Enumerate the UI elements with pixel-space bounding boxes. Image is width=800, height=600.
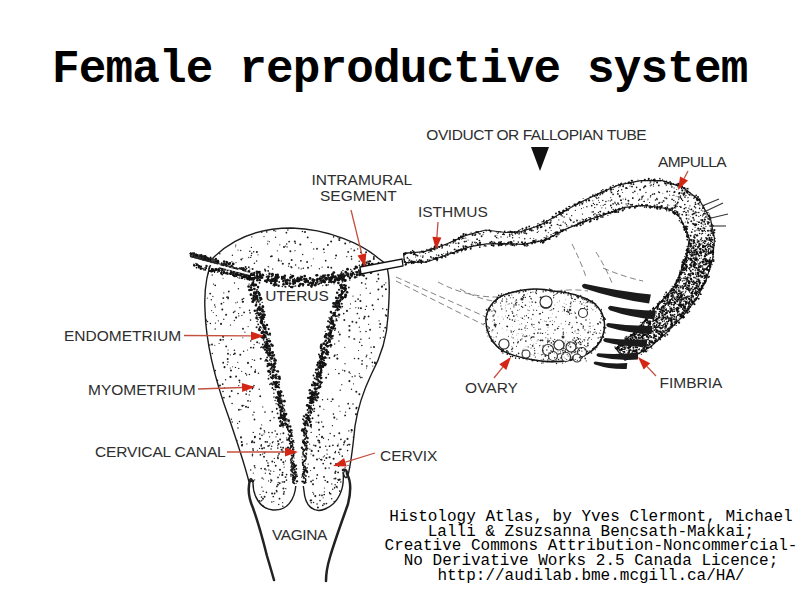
svg-text:SEGMENT: SEGMENT bbox=[320, 187, 397, 204]
svg-text:AMPULLA: AMPULLA bbox=[658, 153, 727, 170]
svg-text:INTRAMURAL: INTRAMURAL bbox=[311, 171, 412, 188]
svg-text:MYOMETRIUM: MYOMETRIUM bbox=[88, 381, 196, 398]
svg-text:FIMBRIA: FIMBRIA bbox=[660, 374, 724, 391]
svg-text:OVARY: OVARY bbox=[465, 379, 518, 396]
svg-text:UTERUS: UTERUS bbox=[265, 287, 329, 304]
svg-text:CERVICAL CANAL: CERVICAL CANAL bbox=[95, 443, 226, 460]
svg-text:Histology Atlas, by Yves Clerm: Histology Atlas, by Yves Clermont, Micha… bbox=[385, 508, 798, 585]
svg-text:CERVIX: CERVIX bbox=[380, 447, 438, 464]
svg-text:VAGINA: VAGINA bbox=[272, 526, 328, 543]
svg-text:Female reproductive system: Female reproductive system bbox=[52, 44, 748, 96]
svg-text:ISTHMUS: ISTHMUS bbox=[418, 203, 488, 220]
svg-text:ENDOMETRIUM: ENDOMETRIUM bbox=[64, 327, 181, 344]
svg-text:OVIDUCT OR FALLOPIAN TUBE: OVIDUCT OR FALLOPIAN TUBE bbox=[426, 126, 646, 143]
